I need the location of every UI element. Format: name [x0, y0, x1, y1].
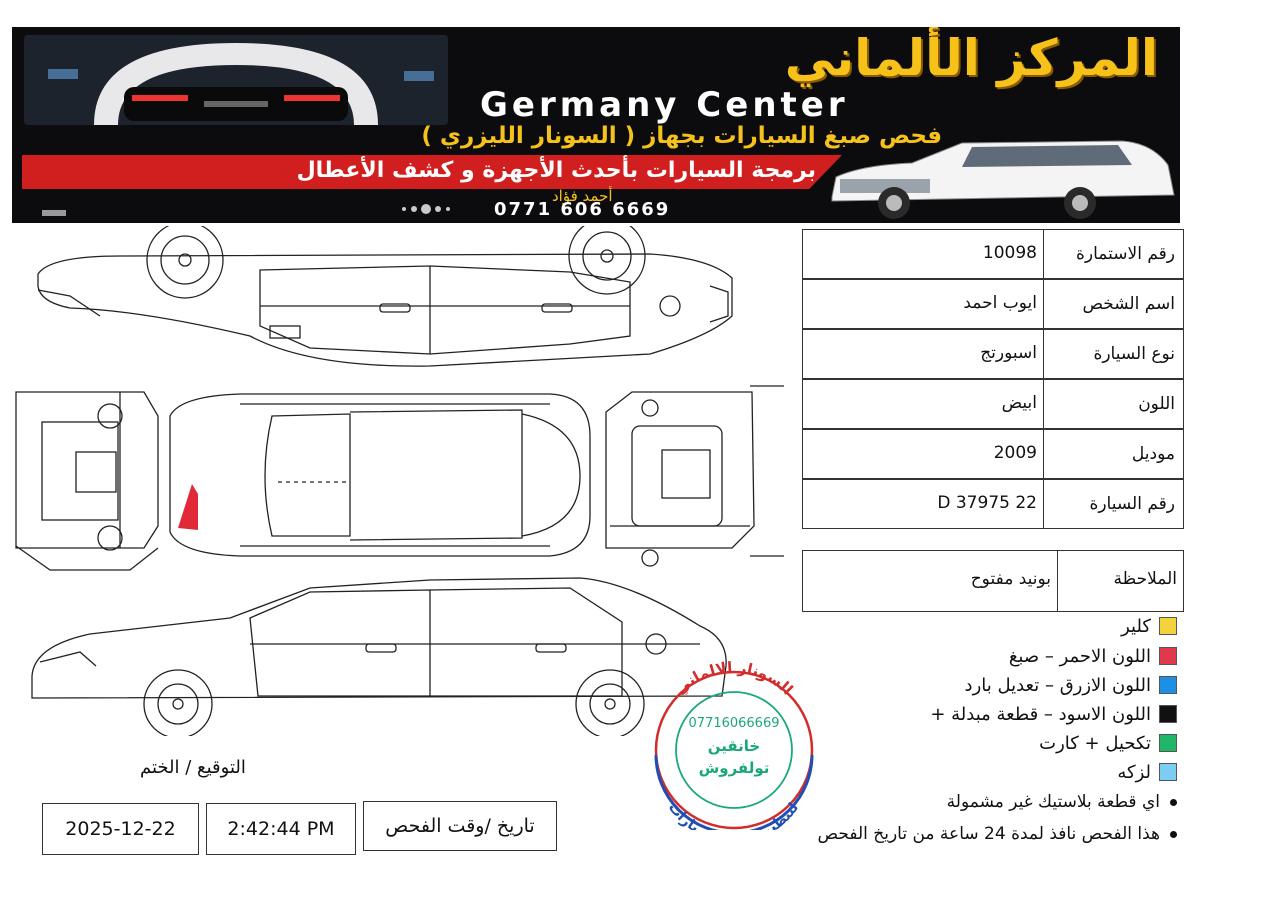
- legend-label: اللون الازرق – تعديل بارد: [964, 674, 1151, 696]
- car-rear-view-left: [15, 391, 159, 571]
- red-ribbon: [22, 155, 842, 189]
- stamp-bottom-text: لتنظيم عقود السيارات: [665, 800, 802, 847]
- car-side-view-top: [37, 217, 733, 367]
- car-damage-diagram: [10, 217, 790, 739]
- car-type-value: اسبورتج: [980, 343, 1037, 363]
- legend-item-clear: كلير: [1121, 614, 1177, 638]
- brand-name-english: Germany Center: [480, 85, 849, 125]
- svg-text:لتنظيم عقود السيارات: لتنظيم عقود السيارات: [665, 800, 802, 830]
- swatch-black-icon: [1159, 705, 1177, 723]
- legend-label: اللون الاحمر – صبغ: [1008, 645, 1151, 667]
- bullet-icon: [1170, 798, 1177, 806]
- legend-label: لزكه: [1117, 761, 1151, 783]
- plate-number-value: 22 D 37975: [937, 493, 1037, 513]
- legend-item-sticker: لزكه: [1117, 760, 1177, 784]
- legend-item-blue-cold-repair: اللون الازرق – تعديل بارد: [965, 673, 1177, 697]
- legend-item-red-paint: اللون الاحمر – صبغ: [1009, 644, 1177, 668]
- service-paint-inspection: فحص صبغ السيارات بجهاز ( السونار الليزري…: [421, 123, 942, 149]
- swatch-blue-icon: [1159, 676, 1177, 694]
- model-label: موديل: [1131, 444, 1175, 464]
- phone-number: 0771 606 6669: [494, 199, 671, 220]
- model-value: 2009: [993, 443, 1037, 463]
- inspection-time: 2:42:44 PM: [227, 818, 335, 840]
- bullet-icon: [1170, 830, 1177, 838]
- note-text: اي قطعة بلاستيك غير مشمولة: [946, 792, 1160, 812]
- form-number-label: رقم الاستمارة: [1076, 244, 1175, 264]
- owner-name: أحمد فؤاد: [552, 187, 613, 205]
- note-value: بونيد مفتوح: [970, 569, 1051, 589]
- company-stamp: السونار الالماني لتنظيم عقود السيارات 07…: [636, 655, 826, 847]
- note-validity: هذا الفحص نافذ لمدة 24 ساعة من تاريخ الف…: [818, 824, 1177, 844]
- color-value: ابيض: [1001, 393, 1037, 413]
- header-banner: المركز الألماني Germany Center فحص صبغ ا…: [12, 27, 1180, 223]
- info-row-plate-number: 22 D 37975 رقم السيارة: [802, 479, 1184, 529]
- form-number-value: 10098: [982, 243, 1037, 263]
- legend-label: تكحيل + كارت: [1039, 732, 1151, 754]
- note-label: الملاحظة: [1113, 569, 1177, 589]
- legend-item-black-replaced: اللون الاسود – قطعة مبدلة +: [930, 702, 1177, 726]
- legend-item-green-touchup: تكحيل + كارت: [1039, 731, 1177, 755]
- info-row-person-name: ايوب احمد اسم الشخص: [802, 279, 1184, 329]
- legend-label: كلير: [1121, 615, 1151, 637]
- inspection-date: 2025-12-22: [65, 818, 176, 840]
- info-row-model: 2009 موديل: [802, 429, 1184, 479]
- ornament-icon: [396, 201, 456, 221]
- swatch-light-blue-icon: [1159, 763, 1177, 781]
- note-text: هذا الفحص نافذ لمدة 24 ساعة من تاريخ الف…: [817, 824, 1160, 844]
- damage-mark-red: [176, 484, 200, 534]
- plate-number-label: رقم السيارة: [1089, 494, 1175, 514]
- stamp-inner-line1: خانقين: [708, 737, 761, 755]
- info-row-color: ابيض اللون: [802, 379, 1184, 429]
- date-box: 2025-12-22: [42, 803, 199, 855]
- service-programming: برمجة السيارات بأحدث الأجهزة و كشف الأعط…: [296, 158, 816, 183]
- suv-photo: [822, 135, 1178, 221]
- signature-label: التوقيع / الختم: [140, 757, 246, 778]
- note-plastic-excluded: اي قطعة بلاستيك غير مشمولة: [947, 792, 1177, 812]
- person-name-value: ايوب احمد: [963, 293, 1037, 313]
- showroom-car-photo: [24, 35, 448, 125]
- info-row-form-number: 10098 رقم الاستمارة: [802, 229, 1184, 279]
- brand-name-arabic: المركز الألماني: [784, 29, 1158, 87]
- legend-label: اللون الاسود – قطعة مبدلة +: [930, 703, 1151, 725]
- swatch-green-icon: [1159, 734, 1177, 752]
- swatch-yellow-icon: [1159, 617, 1177, 635]
- car-side-view-bottom: [31, 577, 727, 739]
- stamp-phone: 07716066669: [689, 716, 780, 731]
- datetime-label: تاريخ /وقت الفحص: [385, 815, 535, 837]
- time-box: 2:42:44 PM: [206, 803, 356, 855]
- car-type-label: نوع السيارة: [1093, 344, 1175, 364]
- small-logo-icon: [42, 203, 66, 222]
- color-label: اللون: [1138, 394, 1175, 414]
- datetime-label-box: تاريخ /وقت الفحص: [363, 801, 557, 851]
- info-row-note: بونيد مفتوح الملاحظة: [802, 550, 1184, 612]
- swatch-red-icon: [1159, 647, 1177, 665]
- stamp-inner-line2: تولفروش: [699, 759, 770, 777]
- person-name-label: اسم الشخص: [1082, 294, 1175, 314]
- car-front-view-right: [605, 385, 784, 557]
- car-top-view: [169, 393, 659, 567]
- info-row-car-type: اسبورتج نوع السيارة: [802, 329, 1184, 379]
